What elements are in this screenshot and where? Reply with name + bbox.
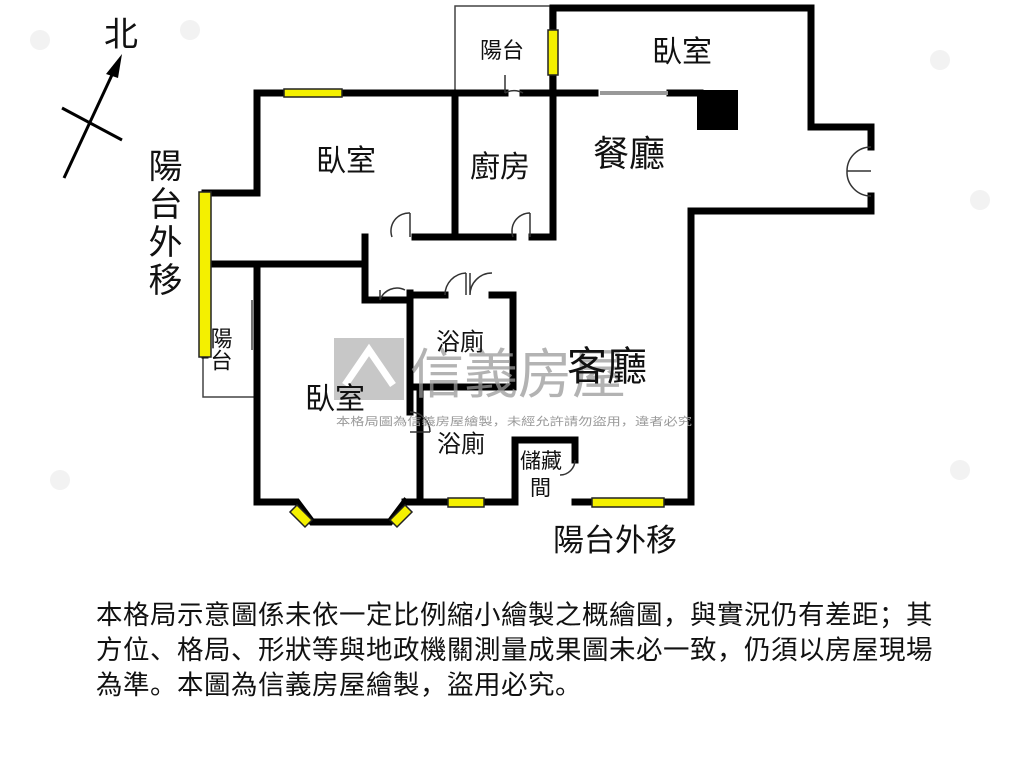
doors	[379, 75, 872, 476]
annotation-balcony-extend-bottom: 陽台外移	[553, 523, 677, 559]
room-bedroom-bottom: 臥室	[305, 382, 365, 417]
disclaimer-text: 本格局示意圖係未依一定比例縮小繪製之概繪圖，與實況仍有差距；其方位、格局、形狀等…	[96, 600, 933, 701]
room-dining: 餐廳	[593, 134, 665, 175]
compass-north-label: 北	[104, 15, 138, 55]
room-bedroom-top-right: 臥室	[652, 35, 712, 70]
storage-line-2: 間	[530, 476, 551, 500]
north-compass	[61, 54, 123, 179]
walls	[201, 4, 875, 526]
room-bedroom-top-left: 臥室	[316, 144, 376, 179]
watermark-logo	[334, 338, 404, 400]
structural-column	[697, 90, 738, 130]
annotation-balcony-extend-left: 陽台外移	[142, 148, 182, 300]
storage-line-1: 儲藏	[520, 449, 562, 473]
room-bathroom-1: 浴廁	[436, 328, 484, 356]
room-living: 客廳	[567, 344, 647, 390]
watermark-brand: 信義房屋	[410, 343, 626, 406]
room-kitchen: 廚房	[470, 150, 530, 185]
room-bathroom-2: 浴廁	[437, 430, 485, 458]
watermark-line: 本格局圖為信義房屋繪製，未經允許請勿盜用，違者必究	[336, 414, 692, 428]
background-watermark-pattern	[30, 20, 990, 490]
room-balcony-top: 陽台	[480, 39, 524, 64]
room-balcony-left: 陽台	[207, 327, 232, 371]
floor-plan: 北	[30, 4, 990, 559]
windows	[198, 29, 665, 529]
room-storage: 儲藏 間	[520, 449, 569, 500]
